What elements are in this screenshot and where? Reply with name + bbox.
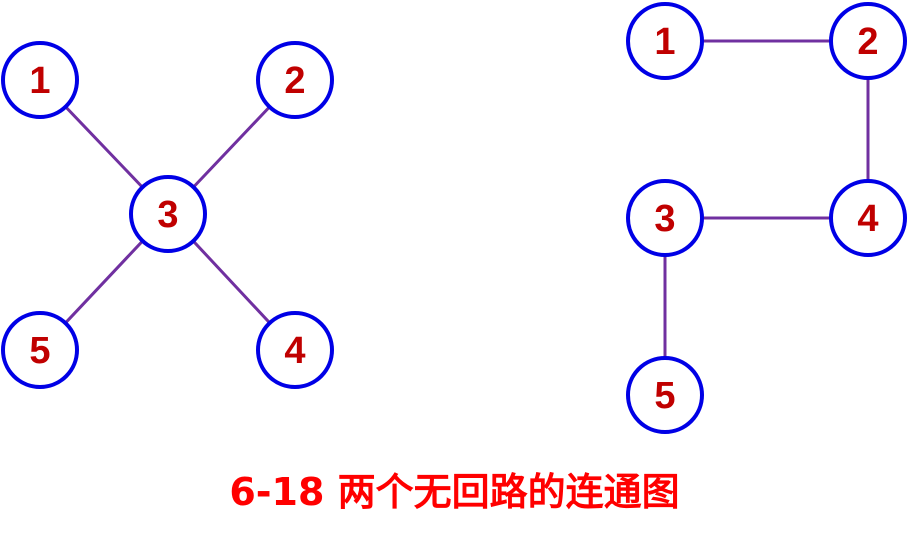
node-label: 4 (284, 330, 305, 372)
right-graph: 1 2 3 4 5 (626, 2, 907, 434)
node-circle (829, 179, 907, 257)
node-5: 5 (1, 311, 79, 389)
node-4: 4 (829, 179, 907, 257)
node-circle (1, 311, 79, 389)
node-2: 2 (256, 41, 334, 119)
node-circle (256, 311, 334, 389)
node-3: 3 (129, 175, 207, 253)
node-circle (626, 179, 704, 257)
node-label: 1 (654, 21, 675, 63)
edge-3-5 (63, 239, 145, 325)
node-label: 4 (857, 198, 878, 240)
edge-3-4 (191, 239, 272, 325)
node-5: 5 (626, 356, 704, 434)
node-1: 1 (1, 41, 79, 119)
node-label: 5 (29, 330, 50, 372)
node-label: 3 (654, 198, 675, 240)
node-circle (829, 2, 907, 80)
figure-caption: 6-18 两个无回路的连通图 (229, 470, 680, 514)
node-circle (1, 41, 79, 119)
edge-2-3 (191, 105, 272, 189)
node-circle (129, 175, 207, 253)
node-label: 2 (284, 60, 305, 102)
node-2: 2 (829, 2, 907, 80)
edge-1-3 (64, 105, 144, 189)
node-label: 5 (654, 375, 675, 417)
node-label: 3 (157, 194, 178, 236)
node-circle (626, 356, 704, 434)
node-label: 1 (29, 60, 50, 102)
node-circle (626, 2, 704, 80)
node-4: 4 (256, 311, 334, 389)
node-circle (256, 41, 334, 119)
node-label: 2 (857, 21, 878, 63)
node-3: 3 (626, 179, 704, 257)
node-1: 1 (626, 2, 704, 80)
left-graph: 1 2 3 4 5 (1, 41, 334, 389)
